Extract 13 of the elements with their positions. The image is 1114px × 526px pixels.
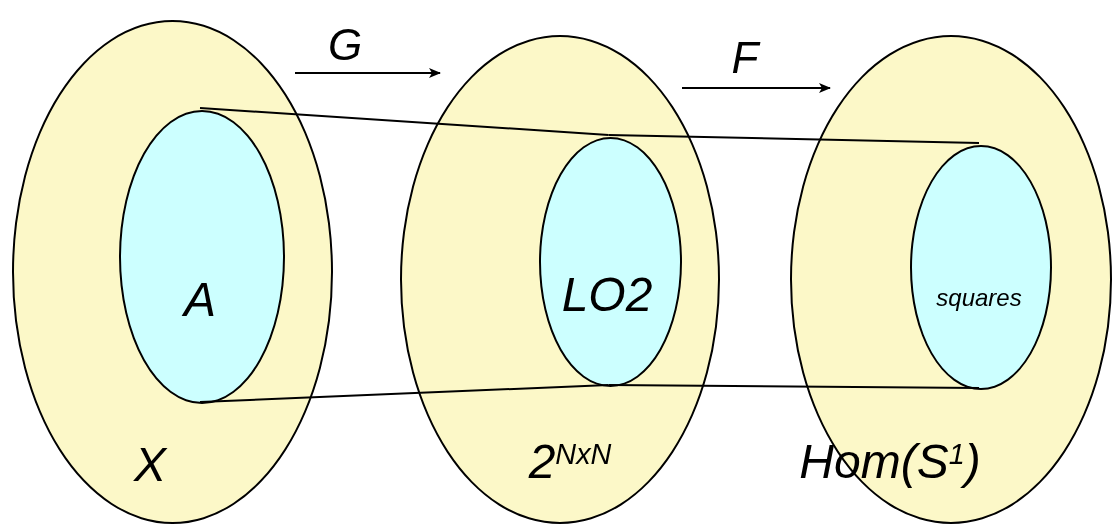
set-label: X bbox=[134, 441, 166, 489]
connector-line bbox=[607, 384, 980, 389]
connector-line bbox=[199, 107, 610, 136]
connector-line bbox=[607, 134, 980, 144]
set-label: A bbox=[184, 276, 216, 324]
edge-label: G bbox=[327, 23, 363, 67]
edge-label: F bbox=[731, 36, 759, 80]
set-label: LO2 bbox=[561, 271, 653, 319]
set-label: squares bbox=[936, 286, 1022, 310]
set-label: 2$^{NxN}$ bbox=[528, 438, 612, 486]
arrow bbox=[294, 68, 441, 78]
arrow bbox=[681, 83, 831, 93]
connector-line bbox=[199, 384, 610, 403]
